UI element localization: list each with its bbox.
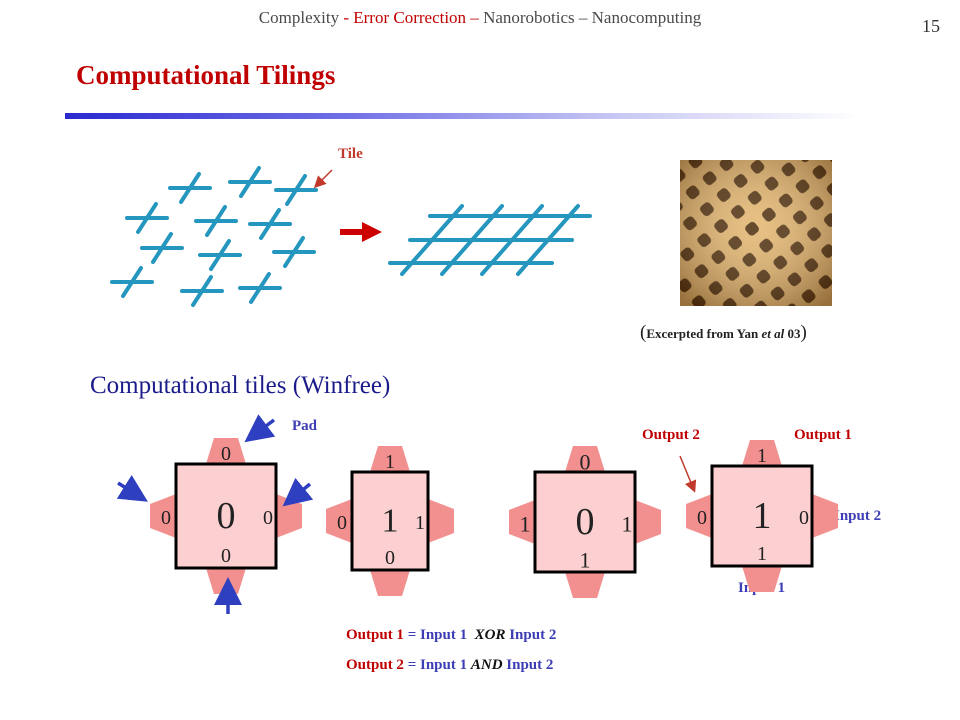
pad-right-value: 1: [415, 512, 425, 534]
pad-right: [812, 494, 838, 538]
pad-arrows: [116, 414, 314, 614]
pad-right-value: 0: [799, 507, 809, 529]
scattered-tiles: [110, 166, 318, 307]
pad-left-value: 0: [161, 507, 171, 529]
tile-body: [533, 470, 637, 574]
assembled-lattice: [388, 204, 592, 276]
pad-bottom-value: 0: [385, 547, 395, 569]
tile-body: [710, 464, 814, 568]
computational-tile: 0 0 0 0 0: [150, 438, 302, 594]
pad-bottom-value: 1: [580, 548, 591, 573]
pad-top-value: 0: [221, 443, 231, 465]
pad-top-value: 1: [757, 445, 767, 467]
pad-top: [206, 438, 246, 464]
nav-item-complexity[interactable]: Complexity: [258, 8, 340, 27]
tile-piece: [248, 208, 292, 240]
tile-center-value: 1: [382, 503, 399, 540]
input2-label: Input 2: [834, 508, 882, 524]
pad-top: [565, 446, 605, 472]
pad-bottom: [206, 568, 246, 594]
tile-piece: [180, 275, 224, 307]
pad-bottom: [565, 572, 605, 598]
equation-and: Output 2 = Input 1 AND Input 2: [346, 657, 554, 673]
slide-title: Computational Tilings: [76, 60, 336, 90]
afm-lattice-image: [680, 160, 832, 306]
tile-piece: [228, 166, 272, 198]
nav-item-error-correction[interactable]: - Error Correction –: [343, 8, 479, 27]
subheading: Computational tiles (Winfree): [90, 372, 391, 399]
nav-item-nanorobotics-nanocomputing[interactable]: Nanorobotics – Nanocomputing: [483, 8, 702, 27]
tile-piece: [272, 236, 316, 268]
pad-top: [742, 440, 782, 466]
assembly-arrow: [340, 222, 382, 242]
pad-top-value: 0: [580, 450, 591, 475]
pad-left-value: 1: [520, 512, 531, 537]
pad-label: Pad: [292, 418, 318, 434]
tile-center-value: 0: [217, 495, 236, 537]
title-underline: [65, 113, 860, 119]
tile-piece: [125, 202, 169, 234]
tile-piece: [140, 232, 184, 264]
pad-bottom: [742, 566, 782, 592]
tile-piece: [274, 174, 318, 206]
pad-right: [635, 500, 661, 544]
pad-top: [370, 446, 410, 472]
pad-bottom: [370, 570, 410, 596]
output2-pointer-arrow: [679, 455, 697, 493]
tile-pointer-arrow: [313, 169, 333, 189]
lattice-diagonal: [440, 204, 504, 276]
pad-right-value: 0: [263, 507, 273, 529]
computational-tile: 1 1 1 0 0: [686, 440, 838, 592]
tile-piece: [238, 272, 282, 304]
tile-center-value: 1: [753, 495, 772, 537]
pad-right-value: 1: [622, 512, 633, 537]
page-number: 15: [922, 16, 940, 36]
tile-piece: [198, 239, 242, 271]
pad-right: [428, 499, 454, 543]
image-caption: (Excerpted from Yan et al 03): [640, 322, 807, 343]
pad-left: [326, 499, 352, 543]
tile-body: [174, 462, 278, 570]
pad-left: [150, 494, 176, 538]
tile-piece: [168, 172, 212, 204]
lattice-diagonal: [400, 204, 464, 276]
equation-xor: Output 1 = Input 1 XOR Input 2: [346, 627, 557, 643]
pad-top-value: 1: [385, 451, 395, 473]
header-nav: Complexity - Error Correction – Nanorobo…: [0, 8, 960, 28]
pad-left-value: 0: [337, 512, 347, 534]
pad-left: [509, 500, 535, 544]
pad-bottom-value: 0: [221, 545, 231, 567]
pad-left: [686, 494, 712, 538]
tile-center-value: 0: [576, 501, 595, 543]
tile-body: [350, 470, 430, 572]
pad-left-value: 0: [697, 507, 707, 529]
output1-label: Output 1: [794, 427, 852, 443]
tile-label: Tile: [338, 146, 363, 162]
lattice-diagonal: [480, 204, 544, 276]
tile-piece: [194, 205, 238, 237]
tile-piece: [110, 266, 154, 298]
computational-tile: 0 0 1 1 1: [509, 446, 661, 598]
pad-bottom-value: 1: [757, 543, 767, 565]
output2-label: Output 2: [642, 427, 700, 443]
lattice-diagonal: [516, 204, 580, 276]
